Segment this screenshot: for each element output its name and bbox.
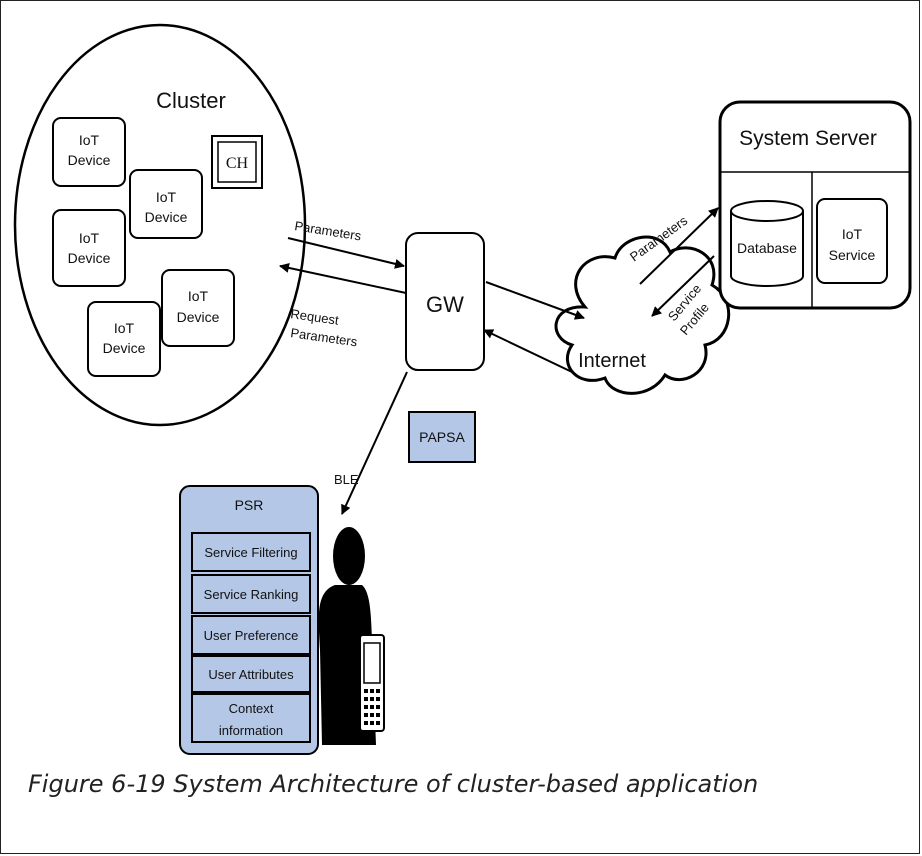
iot-device-label-2: Device bbox=[177, 309, 220, 325]
internet-label: Internet bbox=[578, 350, 646, 372]
iot-device-box bbox=[52, 209, 126, 287]
connections bbox=[279, 207, 719, 515]
psr-module-service-filtering: Service Filtering bbox=[191, 532, 311, 572]
internet-cloud: Internet bbox=[554, 235, 731, 395]
user-head bbox=[333, 527, 365, 585]
cloud-shape bbox=[554, 235, 731, 395]
psr-module-box bbox=[191, 693, 311, 743]
ch-label: CH bbox=[226, 155, 249, 172]
arrow-cluster-to-gw bbox=[287, 237, 405, 269]
iot-device: IoT Device bbox=[87, 301, 161, 377]
iot-service-box bbox=[816, 198, 888, 284]
papsa-box bbox=[408, 411, 476, 463]
psr-module-label-2: information bbox=[219, 723, 283, 738]
iot-device-box bbox=[161, 269, 235, 347]
edge-label-request: Request bbox=[290, 306, 340, 328]
ch-inner bbox=[217, 141, 257, 183]
iot-device-label-2: Device bbox=[68, 250, 111, 266]
iot-device: IoT Device bbox=[52, 117, 126, 187]
edge-label-ble: BLE bbox=[334, 472, 359, 487]
arrow-gw-to-internet bbox=[485, 281, 585, 320]
iot-device-box bbox=[129, 169, 203, 239]
iot-device-box bbox=[52, 117, 126, 187]
psr-module-label: User Preference bbox=[204, 628, 299, 643]
psr-module-user-preference: User Preference bbox=[191, 615, 311, 655]
iot-device-box bbox=[87, 301, 161, 377]
arrow-gw-to-user bbox=[341, 371, 408, 515]
iot-service-label-2: Service bbox=[829, 247, 876, 263]
iot-device-label-1: IoT bbox=[79, 132, 100, 148]
psr-module-box bbox=[191, 574, 311, 614]
papsa-label: PAPSA bbox=[419, 429, 465, 445]
system-server: System Server Database IoT Service bbox=[718, 100, 912, 310]
iot-service: IoT Service bbox=[816, 198, 888, 284]
user-with-phone-icon bbox=[318, 527, 385, 745]
psr-title: PSR bbox=[235, 497, 264, 513]
arrow-internet-to-server bbox=[639, 207, 719, 285]
gateway-box bbox=[405, 232, 485, 371]
iot-device: IoT Device bbox=[129, 169, 203, 239]
gateway: GW bbox=[405, 232, 485, 371]
database-label: Database bbox=[737, 240, 797, 256]
cluster-title: Cluster bbox=[156, 88, 226, 113]
iot-device: IoT Device bbox=[161, 269, 235, 347]
iot-service-label-1: IoT bbox=[842, 226, 863, 242]
cluster: Cluster CH IoT Device IoT Device IoT Dev… bbox=[13, 23, 307, 427]
database-top bbox=[730, 200, 804, 222]
iot-device-label-1: IoT bbox=[114, 320, 135, 336]
psr-module-label: Service Ranking bbox=[204, 587, 299, 602]
psr-module-context-information: Context information bbox=[191, 693, 311, 743]
phone-keypad bbox=[364, 689, 380, 725]
iot-device-label-1: IoT bbox=[156, 189, 177, 205]
psr-module-label-1: Context bbox=[229, 701, 274, 716]
figure-caption: Figure 6-19 System Architecture of clust… bbox=[28, 770, 759, 798]
phone-screen bbox=[363, 642, 381, 684]
papsa: PAPSA bbox=[408, 411, 476, 463]
psr-module-user-attributes: User Attributes bbox=[191, 655, 311, 693]
iot-device-label-1: IoT bbox=[79, 230, 100, 246]
iot-device-label-2: Device bbox=[103, 340, 146, 356]
psr-module-box bbox=[191, 655, 311, 693]
arrow-server-to-internet bbox=[651, 255, 715, 317]
edge-label-request-parameters: Parameters bbox=[290, 325, 359, 349]
arrow-internet-to-gw bbox=[483, 329, 573, 373]
iot-device-label-2: Device bbox=[68, 152, 111, 168]
arrow-gw-to-cluster bbox=[279, 262, 407, 294]
gateway-label: GW bbox=[426, 292, 464, 317]
database-cylinder: Database bbox=[730, 200, 804, 287]
psr-module-service-ranking: Service Ranking bbox=[191, 574, 311, 614]
psr-module-box bbox=[191, 615, 311, 655]
psr-module-label: User Attributes bbox=[208, 667, 294, 682]
database-body bbox=[730, 211, 804, 287]
psr: PSR Service Filtering Service Ranking Us… bbox=[179, 485, 319, 755]
psr-module-label: Service Filtering bbox=[204, 545, 297, 560]
psr-module-box bbox=[191, 532, 311, 572]
iot-device: IoT Device bbox=[52, 209, 126, 287]
iot-device-label-1: IoT bbox=[188, 288, 209, 304]
iot-device-label-2: Device bbox=[145, 209, 188, 225]
server-title: System Server bbox=[739, 127, 877, 150]
cluster-head: CH bbox=[211, 135, 263, 189]
